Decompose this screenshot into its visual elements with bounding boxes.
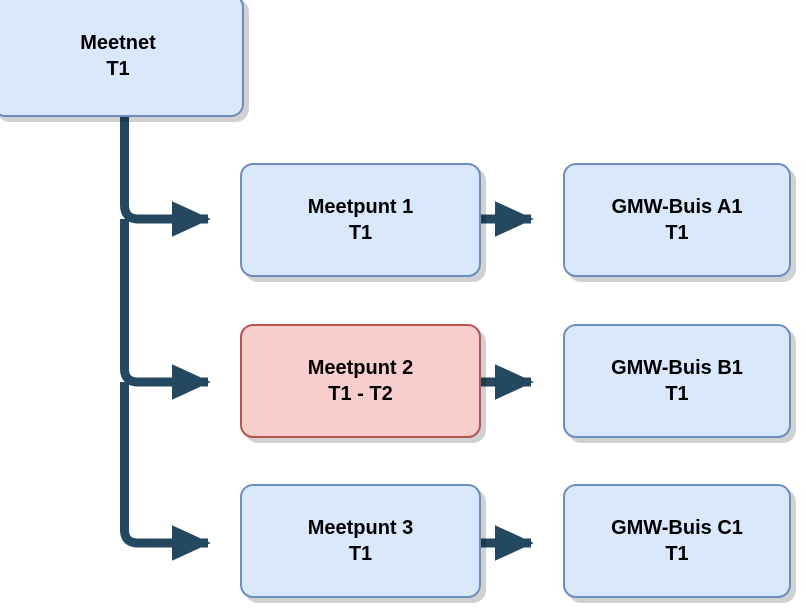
- node-meetnet[interactable]: Meetnet T1: [0, 0, 244, 117]
- node-gmw-buis-b1[interactable]: GMW-Buis B1 T1: [563, 324, 791, 438]
- node-meetpunt2-line1: Meetpunt 2: [307, 357, 414, 379]
- node-meetpunt1[interactable]: Meetpunt 1 T1: [240, 163, 481, 277]
- node-meetpunt3[interactable]: Meetpunt 3 T1: [240, 484, 481, 598]
- edge-meetnet-to-meetpunt2: [120, 219, 211, 400]
- node-gmw-buis-a1[interactable]: GMW-Buis A1 T1: [563, 163, 791, 277]
- node-gmw-buis-a1-line2: T1: [665, 222, 689, 244]
- node-meetpunt2-line2: T1 - T2: [328, 383, 393, 405]
- node-meetpunt1-line2: T1: [348, 222, 373, 244]
- node-meetpunt3-line1: Meetpunt 3: [307, 517, 414, 539]
- edge-meetnet-to-meetpunt3: [120, 382, 211, 561]
- node-gmw-buis-c1-line2: T1: [665, 543, 689, 565]
- node-gmw-buis-a1-line1: GMW-Buis A1: [611, 196, 743, 218]
- node-meetpunt3-line2: T1: [348, 543, 373, 565]
- node-meetnet-line2: T1: [106, 57, 130, 80]
- node-gmw-buis-b1-line2: T1: [665, 383, 689, 405]
- node-gmw-buis-c1[interactable]: GMW-Buis C1 T1: [563, 484, 791, 598]
- edge-meetnet-to-meetpunt1: [120, 113, 211, 237]
- node-gmw-buis-c1-line1: GMW-Buis C1: [611, 517, 743, 539]
- node-meetpunt2[interactable]: Meetpunt 2 T1 - T2: [240, 324, 481, 438]
- node-meetpunt1-line1: Meetpunt 1: [307, 196, 414, 218]
- node-gmw-buis-b1-line1: GMW-Buis B1: [611, 357, 743, 379]
- node-meetnet-line1: Meetnet: [80, 31, 156, 54]
